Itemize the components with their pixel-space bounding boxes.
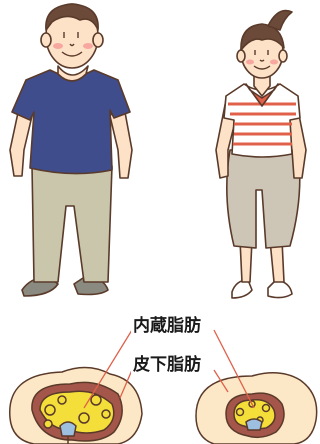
visceral-fat-label: 内蔵脂肪 — [131, 316, 203, 336]
label-leader-lines — [83, 329, 255, 409]
man-abdomen-cross-section — [9, 366, 143, 444]
subcutaneous-fat-label: 皮下脂肪 — [131, 355, 203, 375]
woman-figure — [215, 9, 307, 299]
man-figure — [9, 3, 133, 297]
woman-abdomen-cross-section — [195, 372, 318, 444]
